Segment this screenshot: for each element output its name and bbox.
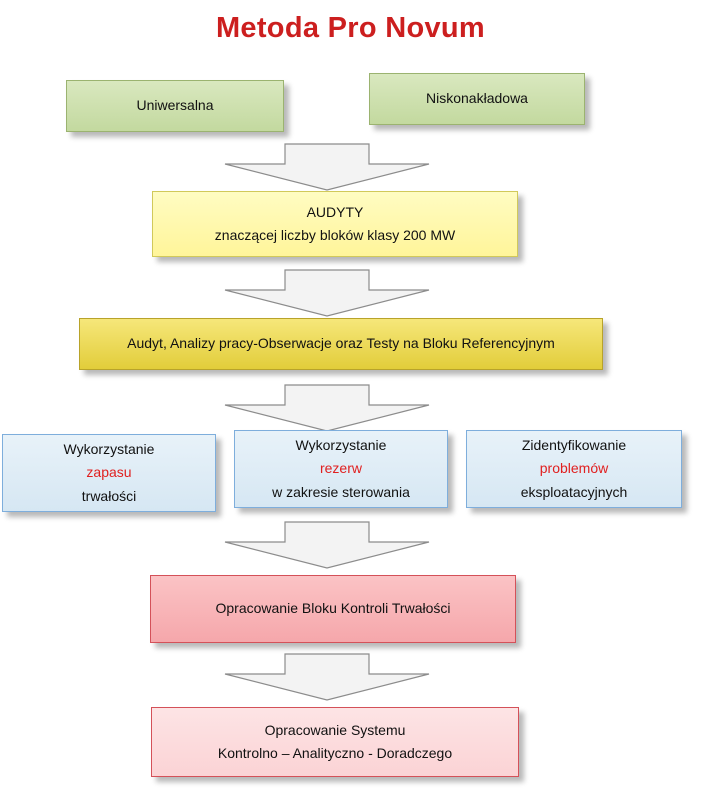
durability-reserve-highlight: zapasu xyxy=(86,464,132,481)
arrow-down-1 xyxy=(224,143,430,191)
box-universal-label: Uniwersalna xyxy=(136,97,214,114)
operational-problems-line3: eksploatacyjnych xyxy=(520,483,628,500)
box-low-cost: Niskonakładowa xyxy=(369,73,585,125)
advisory-system-line1: Opracowanie Systemu xyxy=(264,721,406,738)
arrow-down-5 xyxy=(224,653,430,701)
box-audits: AUDYTY znaczącej liczby bloków klasy 200… xyxy=(152,191,518,257)
diagram-title: Metoda Pro Novum xyxy=(215,12,486,44)
arrow-down-2 xyxy=(224,269,430,317)
operational-problems-line1: Zidentyfikowanie xyxy=(521,437,627,454)
analysis-label: Audyt, Analizy pracy-Obserwacje oraz Tes… xyxy=(127,335,555,352)
audits-heading: AUDYTY xyxy=(306,203,364,220)
durability-reserve-line1: Wykorzystanie xyxy=(63,441,155,458)
box-advisory-system: Opracowanie Systemu Kontrolno – Analityc… xyxy=(151,707,519,777)
box-analysis: Audyt, Analizy pracy-Obserwacje oraz Tes… xyxy=(79,318,603,370)
box-low-cost-label: Niskonakładowa xyxy=(426,90,528,107)
box-durability-control-block: Opracowanie Bloku Kontroli Trwałości xyxy=(150,575,516,643)
operational-problems-highlight: problemów xyxy=(539,460,609,477)
control-reserves-line3: w zakresie sterowania xyxy=(272,483,410,500)
control-reserves-highlight: rezerw xyxy=(319,460,362,477)
box-durability-reserve: Wykorzystanie zapasu trwałości xyxy=(2,434,216,512)
arrow-down-4 xyxy=(224,521,430,569)
arrow-down-3 xyxy=(224,384,430,432)
audits-subtext: znaczącej liczby bloków klasy 200 MW xyxy=(214,227,456,243)
control-reserves-line1: Wykorzystanie xyxy=(295,437,387,454)
advisory-system-line2: Kontrolno – Analityczno - Doradczego xyxy=(217,745,453,761)
durability-reserve-line3: trwałości xyxy=(81,487,137,504)
box-universal: Uniwersalna xyxy=(66,80,284,132)
box-operational-problems: Zidentyfikowanie problemów eksploatacyjn… xyxy=(466,430,682,508)
box-control-reserves: Wykorzystanie rezerw w zakresie sterowan… xyxy=(234,430,448,508)
durability-control-block-label: Opracowanie Bloku Kontroli Trwałości xyxy=(215,600,451,617)
